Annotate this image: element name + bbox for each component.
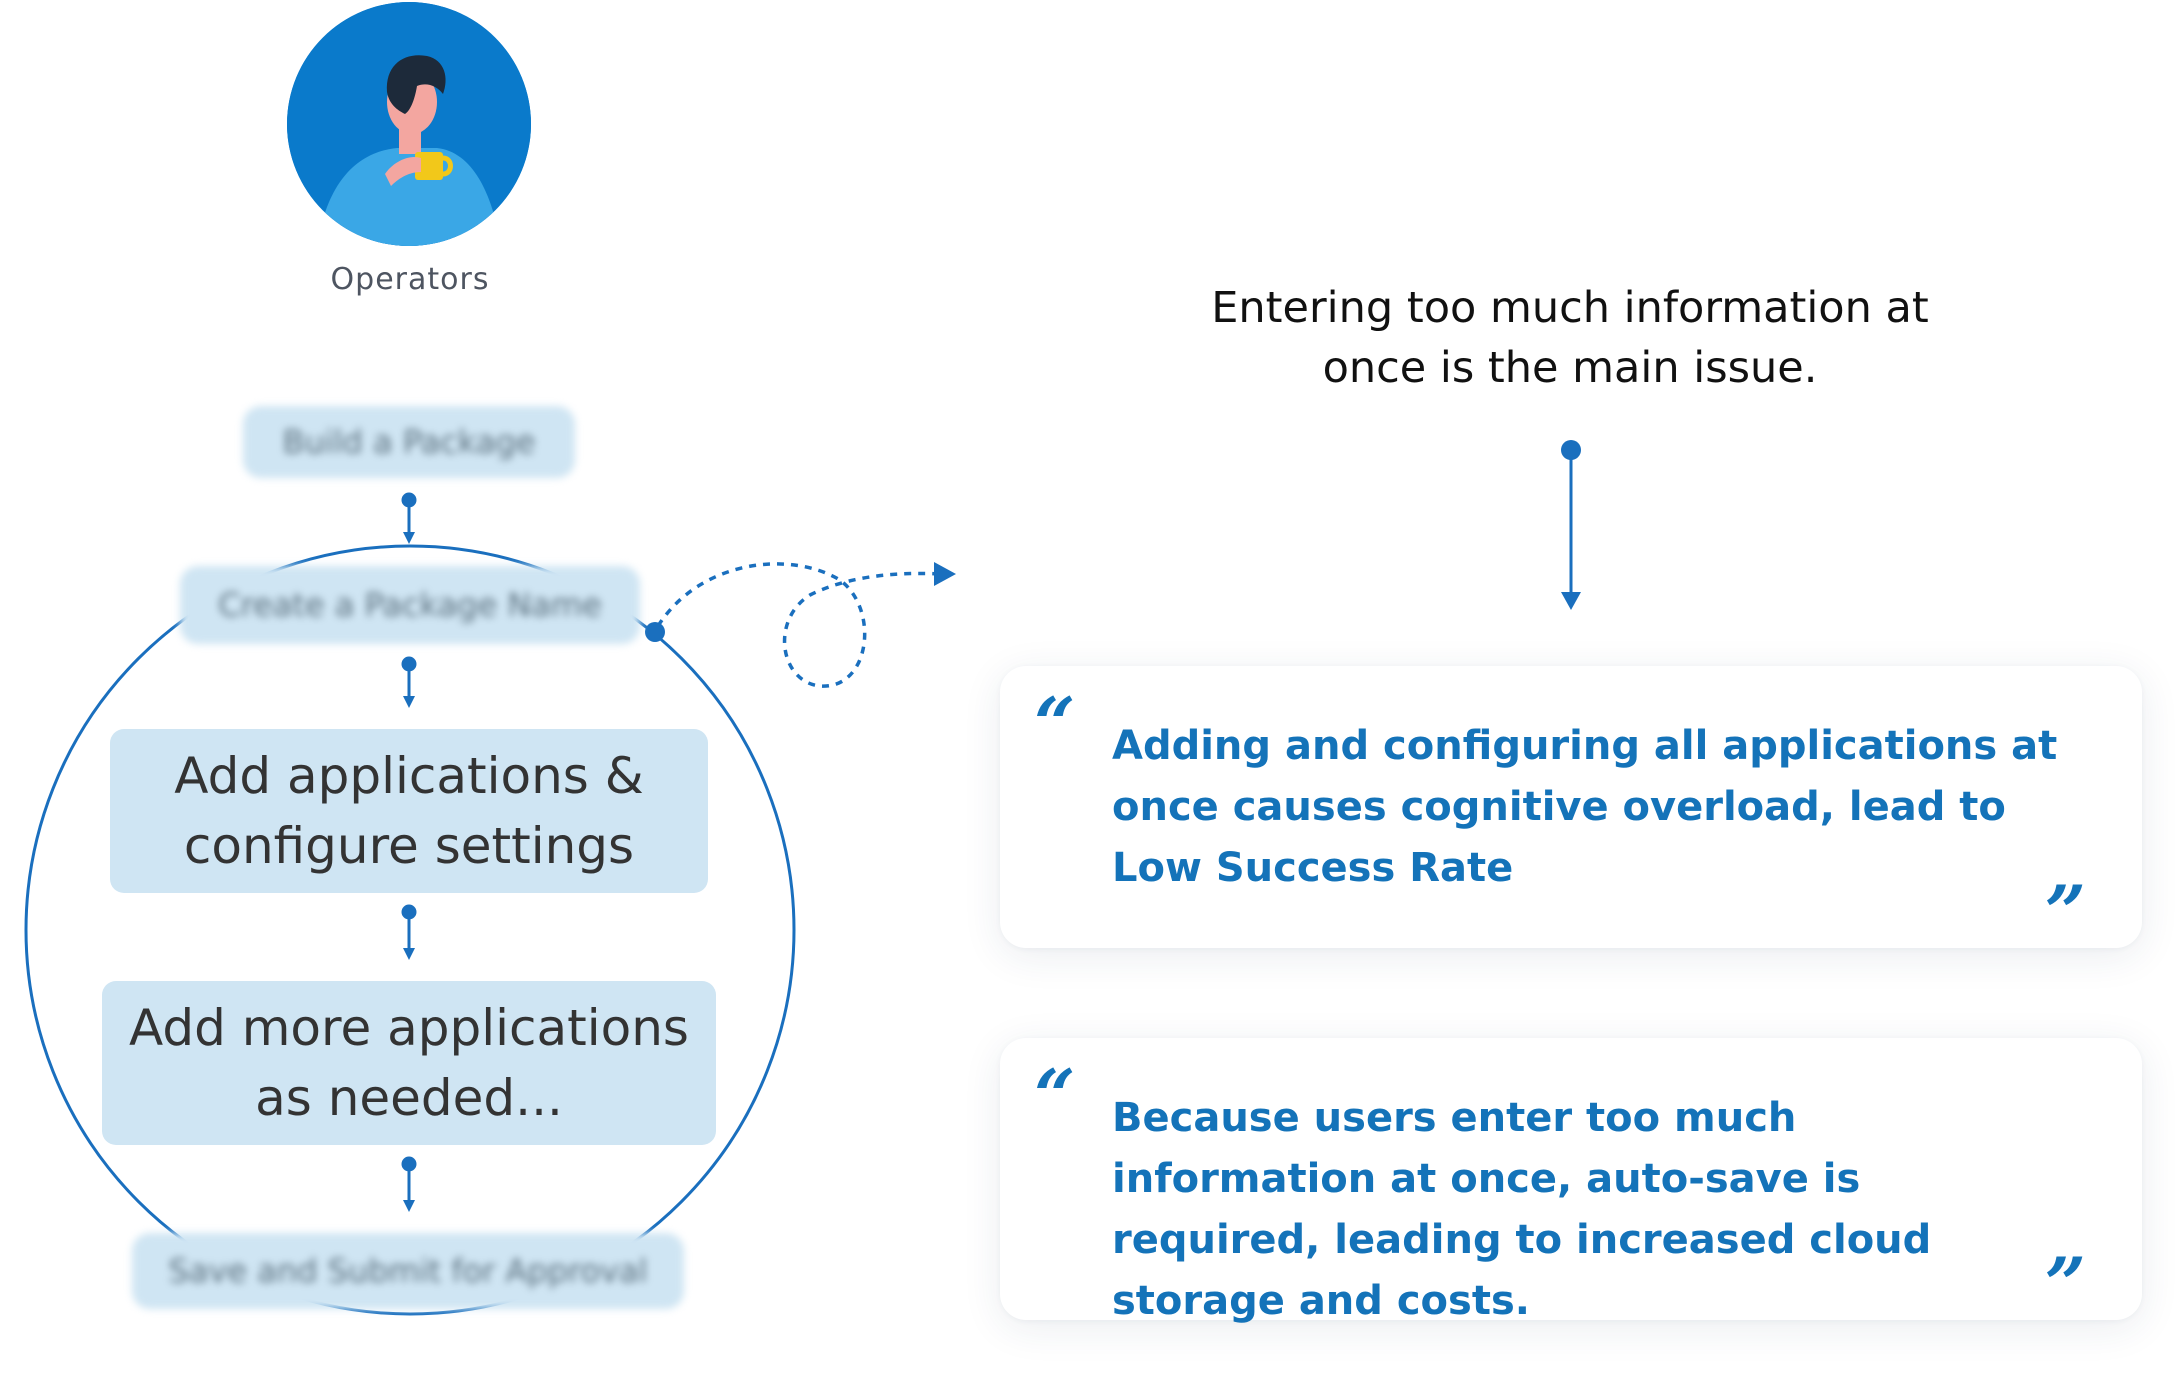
quote-card: “ Adding and configuring all application…: [1000, 666, 2142, 948]
focus-magnifier-circle: [24, 544, 796, 1316]
open-quote-icon: “: [1034, 1053, 1076, 1138]
flow-step-build-package: Build a Package: [243, 406, 575, 478]
person-drinking-coffee-icon: [287, 2, 531, 246]
issue-title: Entering too much information at once is…: [1211, 283, 1929, 393]
persona-avatar: [287, 2, 531, 246]
quote-card: “ Because users enter too much informati…: [1000, 1038, 2142, 1326]
dotted-connector: [656, 562, 941, 688]
quote-text: Because users enter too much information…: [1112, 1095, 1932, 1324]
step-arrow: [401, 1156, 417, 1212]
step-arrow: [401, 904, 417, 960]
open-quote-icon: “: [1034, 681, 1076, 766]
connector-arrowhead: [934, 562, 956, 586]
flow-step-save-submit: Save and Submit for Approval: [132, 1233, 684, 1309]
flow-step-add-applications: Add applications & configure settings: [110, 729, 708, 893]
flow-step-add-more-applications: Add more applications as needed...: [102, 981, 716, 1145]
magnifier-anchor-dot: [645, 622, 665, 642]
quote-text: Adding and configuring all applications …: [1112, 723, 2058, 891]
step-arrow: [401, 492, 417, 544]
persona-label: Operators: [330, 262, 490, 297]
step-arrow: [401, 656, 417, 708]
close-quote-icon: ”: [2044, 1241, 2086, 1326]
close-quote-icon: ”: [2044, 869, 2086, 954]
flow-step-create-package-name: Create a Package Name: [180, 566, 640, 644]
